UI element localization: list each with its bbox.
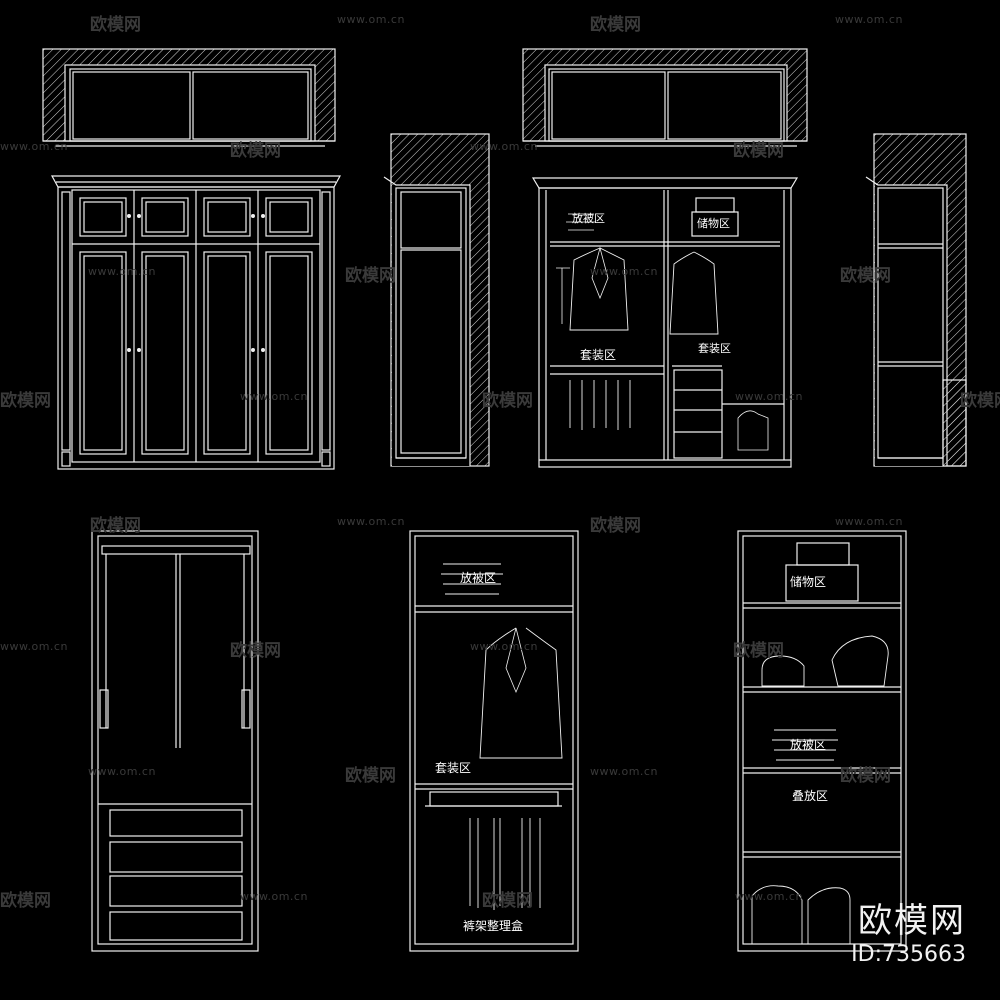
label-storage-zone-1: 储物区 bbox=[697, 216, 730, 230]
watermark-url: www.om.cn bbox=[337, 515, 405, 528]
watermark-url: www.om.cn bbox=[835, 13, 903, 26]
label-quilt-zone-3: 放被区 bbox=[790, 737, 826, 752]
watermark-logo: 欧模网 bbox=[90, 15, 141, 35]
storage-cabinet bbox=[737, 530, 907, 952]
brand-logo-text: 欧模网 bbox=[858, 901, 966, 941]
side-section-right bbox=[865, 133, 967, 467]
interior-elevation bbox=[531, 177, 799, 468]
watermark-url: www.om.cn bbox=[240, 890, 308, 903]
watermark-url: www.om.cn bbox=[88, 765, 156, 778]
suit-cabinet bbox=[409, 530, 579, 952]
watermark-url: www.om.cn bbox=[735, 890, 803, 903]
label-suit-zone-1: 套装区 bbox=[580, 348, 616, 362]
watermark-url: www.om.cn bbox=[590, 765, 658, 778]
watermark-url: www.om.cn bbox=[240, 390, 308, 403]
watermark-url: www.om.cn bbox=[88, 265, 156, 278]
front-elevation-doors bbox=[50, 175, 342, 470]
watermark-url: www.om.cn bbox=[0, 140, 68, 153]
watermark-logo: 欧模网 bbox=[733, 641, 784, 661]
watermark-url: www.om.cn bbox=[470, 640, 538, 653]
watermark-logo: 欧模网 bbox=[840, 266, 891, 286]
watermark-logo: 欧模网 bbox=[590, 15, 641, 35]
label-suit-zone-2: 套装区 bbox=[698, 342, 731, 355]
watermark-logo: 欧模网 bbox=[90, 516, 141, 536]
watermark-logo: 欧模网 bbox=[482, 891, 533, 911]
watermark-logo: 欧模网 bbox=[0, 391, 51, 411]
label-storage-zone-2: 储物区 bbox=[790, 574, 826, 589]
top-plan-left bbox=[42, 48, 336, 147]
label-pants-rack: 裤架整理盒 bbox=[463, 918, 523, 933]
watermark-logo: 欧模网 bbox=[960, 391, 1000, 411]
label-quilt-zone-2: 放被区 bbox=[460, 570, 496, 585]
watermark-logo: 欧模网 bbox=[230, 641, 281, 661]
watermark-logo: 欧模网 bbox=[345, 766, 396, 786]
label-suit-zone-3: 套装区 bbox=[435, 761, 471, 775]
watermark-logo: 欧模网 bbox=[0, 891, 51, 911]
watermark-url: www.om.cn bbox=[470, 140, 538, 153]
watermark-url: www.om.cn bbox=[590, 265, 658, 278]
watermark-logo: 欧模网 bbox=[230, 141, 281, 161]
watermark-url: www.om.cn bbox=[735, 390, 803, 403]
top-plan-right bbox=[522, 48, 808, 147]
watermark-url: www.om.cn bbox=[835, 515, 903, 528]
brand-id: ID:735663 bbox=[851, 942, 966, 967]
pull-down-rod-cabinet bbox=[91, 530, 259, 952]
side-section-left bbox=[383, 133, 490, 467]
watermark-url: www.om.cn bbox=[0, 640, 68, 653]
label-quilt-zone-1: 放被区 bbox=[572, 211, 605, 225]
watermark-logo: 欧模网 bbox=[590, 516, 641, 536]
watermark-logo: 欧模网 bbox=[733, 141, 784, 161]
watermark-url: www.om.cn bbox=[337, 13, 405, 26]
watermark-logo: 欧模网 bbox=[345, 266, 396, 286]
watermark-logo: 欧模网 bbox=[840, 766, 891, 786]
label-fold-zone: 叠放区 bbox=[792, 788, 828, 803]
watermark-logo: 欧模网 bbox=[482, 391, 533, 411]
